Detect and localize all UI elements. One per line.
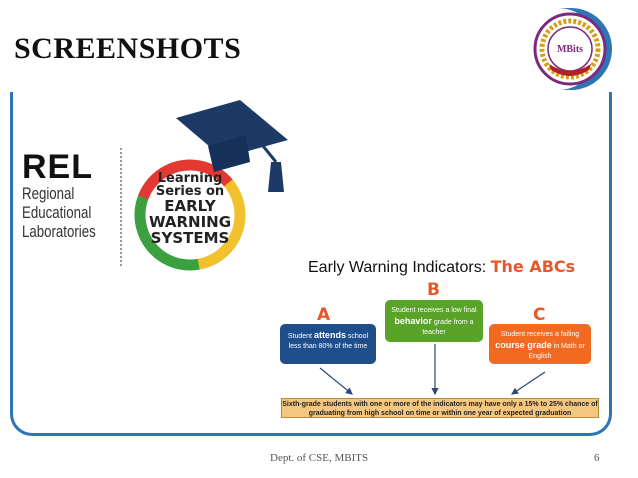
rel-logo: REL Regional Educational Laboratories (22, 150, 118, 241)
arrow-c (511, 371, 546, 395)
indicator-card-behavior: Student receives a low final behavior gr… (385, 300, 483, 342)
page-number: 6 (594, 452, 600, 464)
ews-line-early: EARLY (164, 197, 216, 215)
indicator-arrows (319, 344, 546, 396)
indicators-title-plain: Early Warning Indicators: (308, 259, 491, 276)
indicator-letter-c: C (533, 305, 546, 325)
graduation-cap-icon (176, 100, 288, 192)
rel-line-laboratories: Laboratories (22, 222, 96, 241)
ews-line-systems: SYSTEMS (150, 229, 230, 247)
rel-acronym: REL (22, 148, 93, 186)
slide-footer: Dept. of CSE, MBITS (270, 452, 369, 464)
logo-text: MBits (557, 44, 583, 55)
arrow-a (319, 367, 353, 395)
indicator-letter-a: A (317, 305, 331, 325)
ews-line-learning: Learning (157, 171, 223, 186)
ews-line-series: Series on (155, 184, 225, 199)
graduation-chance-banner: Sixth-grade students with one or more of… (281, 398, 599, 418)
page-title: SCREENSHOTS (14, 32, 242, 65)
rel-line-regional: Regional (22, 184, 75, 203)
header-bar (0, 8, 598, 90)
rel-divider (120, 148, 122, 266)
indicators-title-accent: The ABCs (490, 257, 576, 276)
ews-badge-text: Learning Series on EARLY WARNING SYSTEMS (145, 172, 235, 246)
mbits-logo: MBits (533, 12, 607, 86)
indicator-letter-b: B (427, 280, 440, 300)
indicators-title: Early Warning Indicators: The ABCs (308, 257, 575, 277)
rel-line-educational: Educational (22, 203, 92, 222)
content-frame (10, 92, 612, 436)
indicator-card-attendance: Student attends school less than 80% of … (280, 324, 376, 364)
indicator-card-course-grade: Student receives a failing course grade … (489, 324, 591, 364)
ews-line-warning: WARNING (148, 213, 232, 231)
ews-badge (134, 100, 288, 271)
